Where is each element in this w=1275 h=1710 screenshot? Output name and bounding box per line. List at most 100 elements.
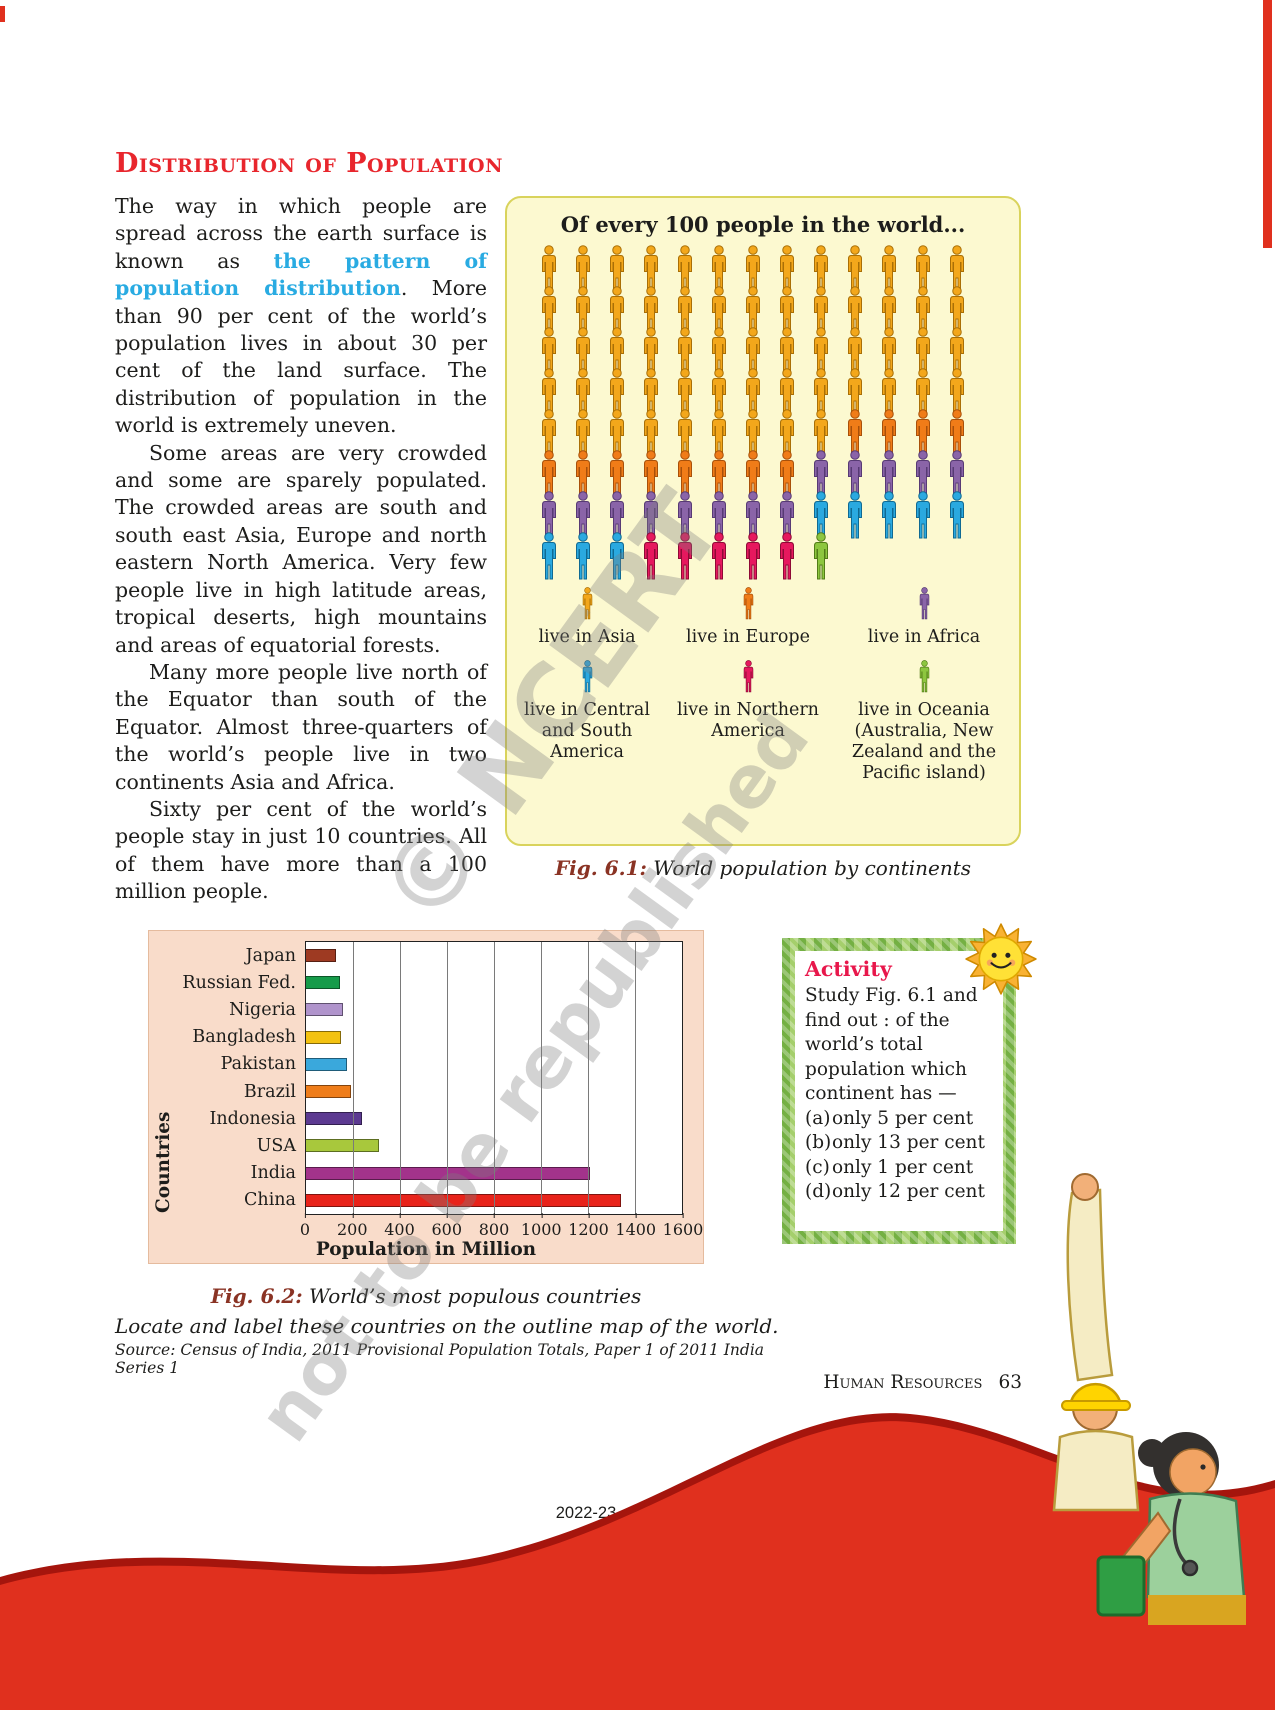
bar-pakistan — [306, 1057, 348, 1071]
person-icon — [916, 245, 930, 293]
paragraph: Some areas are very crowded and some are… — [115, 440, 487, 657]
person-figure-asia — [634, 409, 668, 459]
person-figure-asia — [566, 409, 600, 459]
person-figure-asia — [702, 286, 736, 336]
option-key: (b) — [805, 1132, 832, 1153]
person-icon — [542, 532, 556, 580]
person-icon — [610, 286, 624, 334]
person-figure-asia — [736, 327, 770, 377]
person-figure-africa — [736, 491, 770, 541]
person-figure-africa — [532, 491, 566, 541]
option-text: only 1 per cent — [832, 1156, 974, 1178]
person-icon — [644, 245, 658, 293]
person-icon — [678, 245, 692, 293]
activity-title: Activity — [805, 957, 892, 981]
person-figure-asia — [702, 245, 736, 295]
person-figure-asia — [940, 368, 974, 418]
person-icon — [780, 491, 794, 539]
person-figure-asia — [770, 409, 804, 459]
person-icon — [712, 327, 726, 375]
person-icon — [882, 286, 896, 334]
person-icon — [848, 491, 862, 539]
person-figure-asia — [600, 409, 634, 459]
person-figure-central-and-south-america — [532, 532, 566, 582]
category-label: Russian Fed. — [182, 972, 296, 993]
person-figure-asia — [906, 368, 940, 418]
person-icon — [610, 491, 624, 539]
category-label: Bangladesh — [192, 1027, 296, 1048]
x-tick-label: 1600 — [662, 1213, 704, 1239]
population-pictogram — [532, 245, 994, 580]
x-tick-label: 1400 — [615, 1213, 657, 1239]
person-figure-asia — [838, 245, 872, 295]
page-edge-accent — [1263, 0, 1272, 248]
person-icon — [780, 532, 794, 580]
person-icon — [542, 245, 556, 293]
person-icon — [746, 491, 760, 539]
activity-options: (a)only 5 per cent(b)only 13 per cent(c)… — [805, 1107, 993, 1205]
person-icon — [746, 368, 760, 416]
person-figure-europe — [940, 409, 974, 459]
person-icon — [712, 532, 726, 580]
person-figure-asia — [566, 368, 600, 418]
legend-label: live in Central and South America — [524, 700, 650, 762]
person-icon — [644, 368, 658, 416]
x-tick-label: 400 — [384, 1213, 415, 1239]
person-figure-europe — [906, 409, 940, 459]
doctor-cartoon — [1096, 1432, 1246, 1625]
person-figure-northern-america — [736, 532, 770, 582]
person-icon — [576, 368, 590, 416]
running-footer-title: Human Resources — [823, 1372, 983, 1393]
person-figure-asia — [532, 245, 566, 295]
person-figure-asia — [804, 245, 838, 295]
category-label: India — [250, 1163, 296, 1184]
person-icon — [746, 409, 760, 457]
person-figure-asia — [906, 327, 940, 377]
x-tick-label: 0 — [299, 1213, 311, 1239]
person-figure-europe — [736, 450, 770, 500]
person-figure-africa — [770, 491, 804, 541]
person-icon — [712, 245, 726, 293]
person-icon — [746, 245, 760, 293]
activity-option: (d)only 12 per cent — [805, 1180, 993, 1205]
legend-item: live in Northern America — [664, 660, 832, 784]
person-figure-asia — [940, 245, 974, 295]
person-icon — [950, 286, 964, 334]
person-icon — [678, 368, 692, 416]
person-icon — [576, 286, 590, 334]
gridline — [541, 942, 542, 1214]
plot-area — [305, 941, 683, 1215]
person-figure-asia — [770, 286, 804, 336]
person-figure-asia — [872, 245, 906, 295]
person-icon — [582, 587, 592, 620]
paragraph-text: . More than 90 per cent of the world’s p… — [115, 276, 487, 438]
gridline — [588, 942, 589, 1214]
person-figure-europe — [770, 450, 804, 500]
person-icon — [848, 409, 862, 457]
person-figure-central-and-south-america — [906, 491, 940, 541]
person-icon — [712, 409, 726, 457]
person-icon — [743, 587, 753, 620]
figure-label: Fig. 6.2: — [210, 1284, 303, 1308]
person-figure-asia — [804, 409, 838, 459]
person-icon — [919, 660, 929, 693]
person-figure-northern-america — [770, 532, 804, 582]
person-figure-asia — [770, 327, 804, 377]
person-figure-asia — [872, 368, 906, 418]
bar-row — [306, 1132, 682, 1159]
person-figure-asia — [532, 368, 566, 418]
person-figure-oceania — [804, 532, 838, 582]
category-label: China — [244, 1190, 296, 1211]
person-figure-asia — [634, 286, 668, 336]
legend-item: live in Africa — [834, 587, 1014, 648]
person-figure-asia — [736, 245, 770, 295]
bar-row — [306, 1160, 682, 1187]
person-icon — [882, 368, 896, 416]
person-figure-asia — [566, 327, 600, 377]
person-icon — [542, 286, 556, 334]
person-figure-africa — [600, 491, 634, 541]
bar-bangladesh — [306, 1030, 342, 1044]
person-icon — [576, 450, 590, 498]
